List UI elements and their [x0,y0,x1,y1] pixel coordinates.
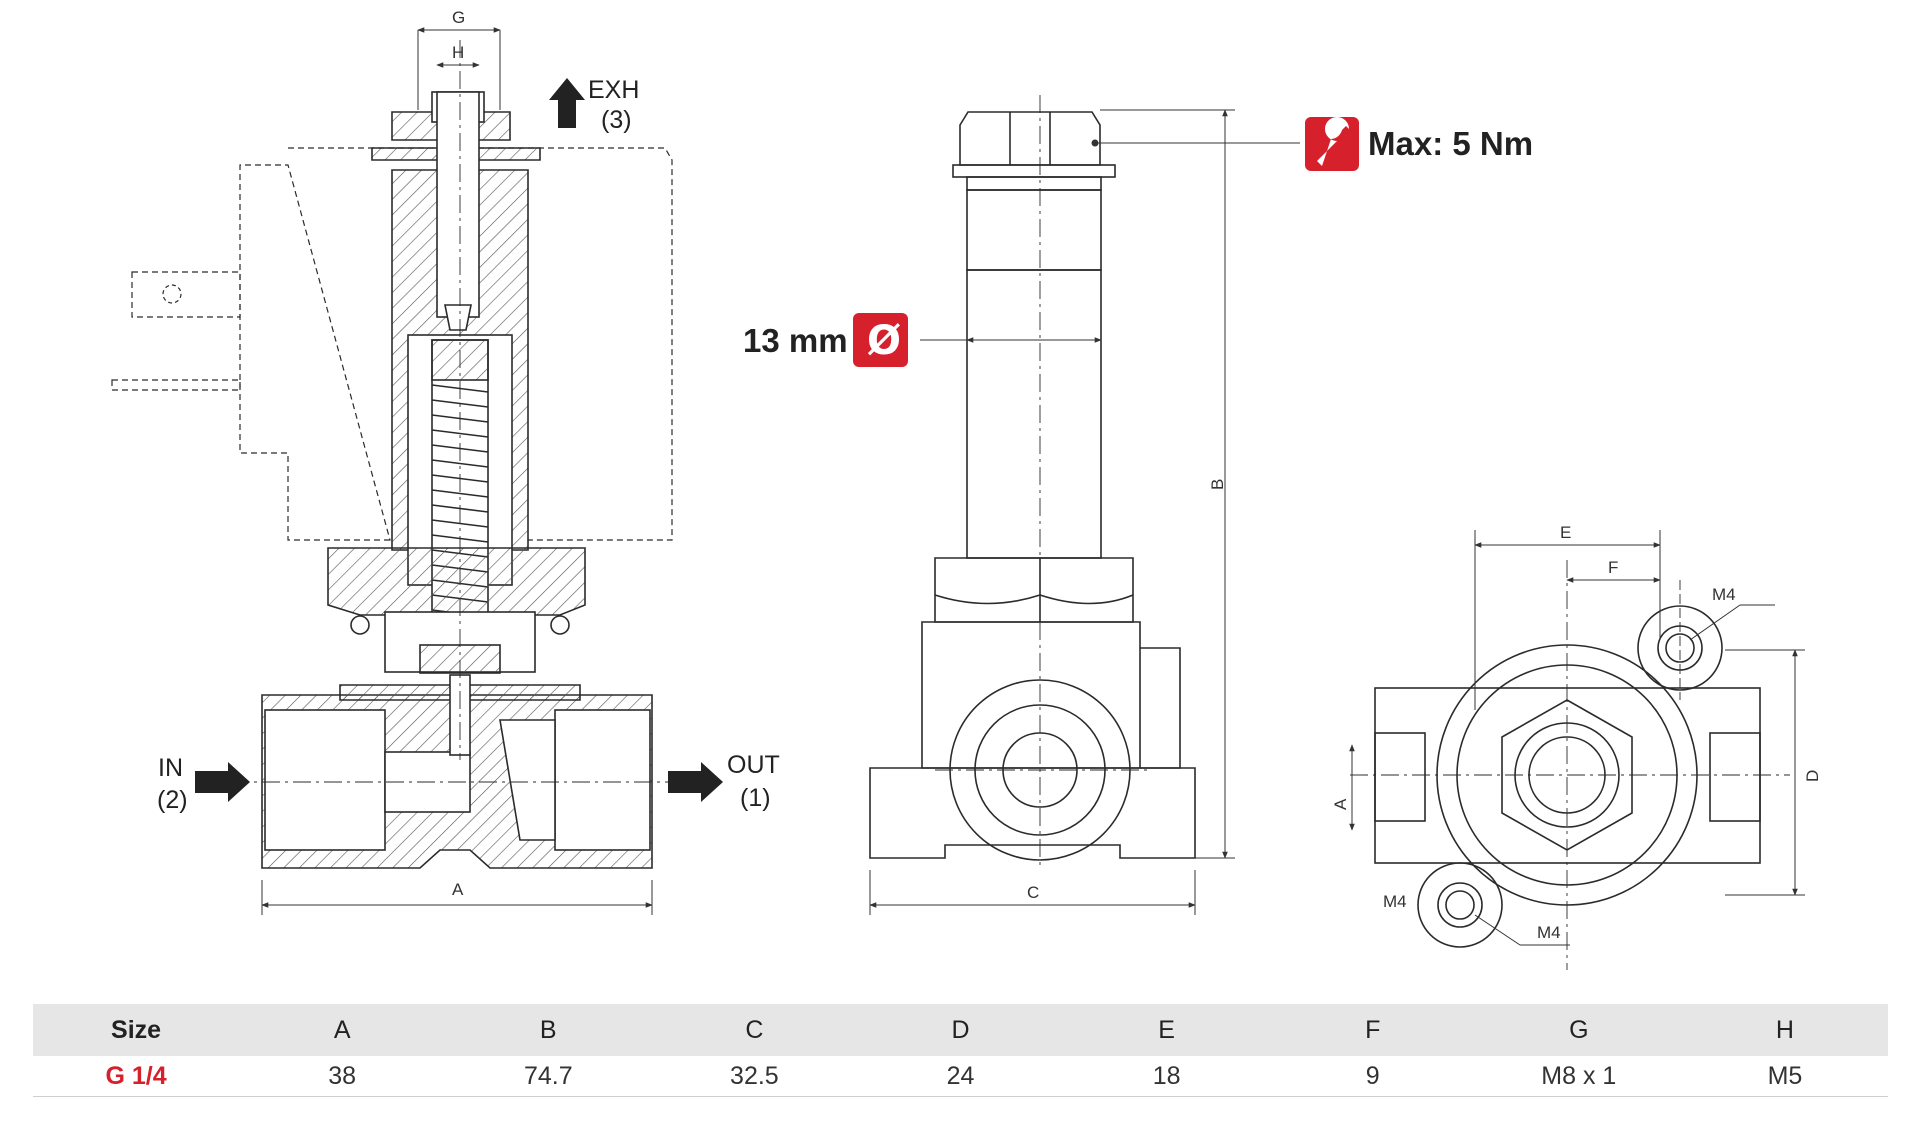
washer [952,164,1116,178]
outlet-label: OUT [727,751,780,779]
diameter-symbol: Ø [867,318,901,364]
outlet-bore [554,709,651,851]
coil-connector-tab [131,271,241,318]
wrench-icon [1317,117,1349,166]
dim-a-side-label: A [1331,798,1350,810]
torque-callout: Max: 5 Nm [1305,117,1533,171]
col-g-header: G [1475,1004,1682,1056]
dim-d-label: D [1803,770,1822,782]
valve-cap [327,547,586,616]
table-header-row: Size A B C D E F G H [33,1004,1888,1056]
inlet-label: IN [158,754,183,782]
cell-b: 74.7 [445,1056,652,1097]
bottom-view [1350,560,1790,970]
valve-body-side [921,621,1141,769]
section-view [111,40,690,869]
body-plan [1374,687,1761,864]
section-dimensions [261,27,653,915]
dim-a-label: A [452,880,464,899]
mount-lug-top [1637,605,1723,691]
bottom-dimensions [1349,530,1805,946]
torque-max-label: Max: 5 Nm [1368,125,1533,162]
valve-technical-drawing: G H A EXH (3) IN (2) OUT (1) [111,8,1822,970]
armature-tube-side [966,189,1102,271]
coil-pin [111,379,241,391]
cell-d: 24 [857,1056,1064,1097]
dim-h-label: H [452,43,464,62]
cell-size: G 1/4 [33,1056,240,1097]
hex-nut [959,111,1101,166]
outlet-arrow-icon [668,762,723,802]
mounting-foot [869,767,1196,859]
diameter-callout: 13 mm Ø [743,313,908,367]
exhaust-label: EXH [588,76,639,104]
cell-c: 32.5 [651,1056,858,1097]
col-b-header: B [445,1004,652,1056]
side-view [869,95,1196,870]
side-dimensions [869,109,1300,915]
dim-b-label: B [1208,479,1227,490]
dim-c-label: C [1027,883,1039,902]
cell-g: M8 x 1 [1475,1056,1682,1097]
dimensions-table: Size A B C D E F G H G 1/4 38 74.7 32.5 … [33,1004,1888,1097]
mount-lug-bottom [1417,862,1503,948]
outlet-port-number: (1) [740,784,771,812]
col-c-header: C [651,1004,858,1056]
exhaust-port-number: (3) [601,106,632,134]
thread-bottom-label: M4 [1537,923,1561,942]
body-hex [934,557,1134,623]
cell-h: M5 [1681,1056,1888,1097]
cell-f: 9 [1269,1056,1476,1097]
tube-diameter-label: 13 mm [743,322,848,359]
dim-g-label: G [452,8,465,27]
col-a-header: A [239,1004,446,1056]
col-d-header: D [857,1004,1064,1056]
table-row: G 1/4 38 74.7 32.5 24 18 9 M8 x 1 M5 [33,1056,1888,1097]
exhaust-arrow-icon [549,78,585,128]
inlet-arrow-icon [195,762,250,802]
thread-bottom-left-label: M4 [1383,892,1407,911]
inlet-port-number: (2) [157,786,188,814]
cell-e: 18 [1063,1056,1270,1097]
dim-f-label: F [1608,558,1618,577]
diameter-symbol-badge [853,313,908,367]
col-size-header: Size [33,1004,240,1056]
dim-e-label: E [1560,523,1571,542]
col-f-header: F [1269,1004,1476,1056]
col-e-header: E [1063,1004,1270,1056]
col-h-header: H [1681,1004,1888,1056]
inlet-bore [264,709,386,851]
exhaust-bore [436,91,480,318]
thread-top-label: M4 [1712,585,1736,604]
cell-a: 38 [239,1056,446,1097]
